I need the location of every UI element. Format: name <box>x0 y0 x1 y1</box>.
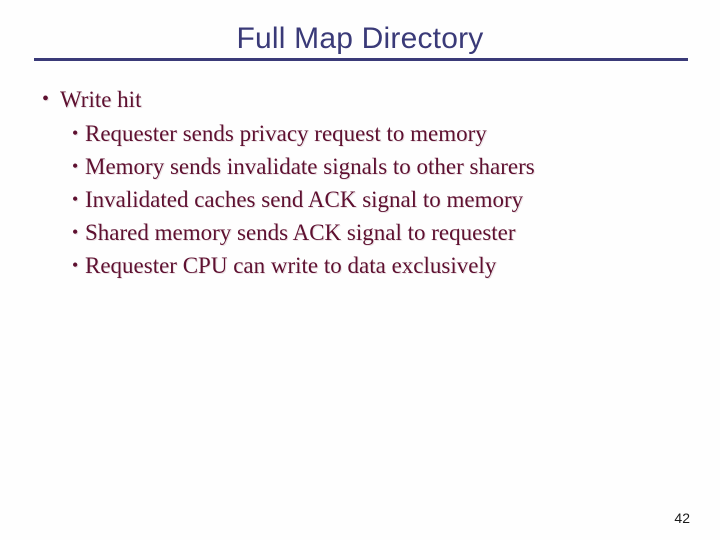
slide-body: • Write hit • Requester sends privacy re… <box>0 84 720 282</box>
title-block: Full Map Directory <box>0 22 720 56</box>
bullet-point-icon: • <box>72 222 79 242</box>
bullet-point-icon: • <box>72 156 79 176</box>
outline-item-text: Requester sends privacy request to memor… <box>85 121 487 146</box>
list-item: • Requester sends privacy request to mem… <box>60 117 720 150</box>
outline-sublist-wrapper: • Requester sends privacy request to mem… <box>0 117 720 282</box>
outline-item-text: Requester CPU can write to data exclusiv… <box>85 253 497 278</box>
outline-item-text: Invalidated caches send ACK signal to me… <box>85 187 524 212</box>
list-item: • Invalidated caches send ACK signal to … <box>60 183 720 216</box>
title-divider <box>34 58 688 61</box>
list-item: • Requester CPU can write to data exclus… <box>60 249 720 282</box>
page-number: 42 <box>674 510 690 526</box>
outline-list-level1: • Write hit • Requester sends privacy re… <box>0 84 720 282</box>
outline-item-text: Write hit <box>60 87 142 112</box>
outline-item-text: Shared memory sends ACK signal to reques… <box>85 220 516 245</box>
bullet-point-icon: • <box>72 189 79 209</box>
list-item: • Shared memory sends ACK signal to requ… <box>60 216 720 249</box>
outline-item-text: Memory sends invalidate signals to other… <box>85 154 535 179</box>
list-item: • Write hit <box>0 84 720 115</box>
bullet-point-icon: • <box>42 88 50 110</box>
outline-list-level2: • Requester sends privacy request to mem… <box>60 117 720 282</box>
page-title: Full Map Directory <box>236 22 484 55</box>
list-item: • Memory sends invalidate signals to oth… <box>60 150 720 183</box>
bullet-point-icon: • <box>72 123 79 143</box>
bullet-point-icon: • <box>72 255 79 275</box>
